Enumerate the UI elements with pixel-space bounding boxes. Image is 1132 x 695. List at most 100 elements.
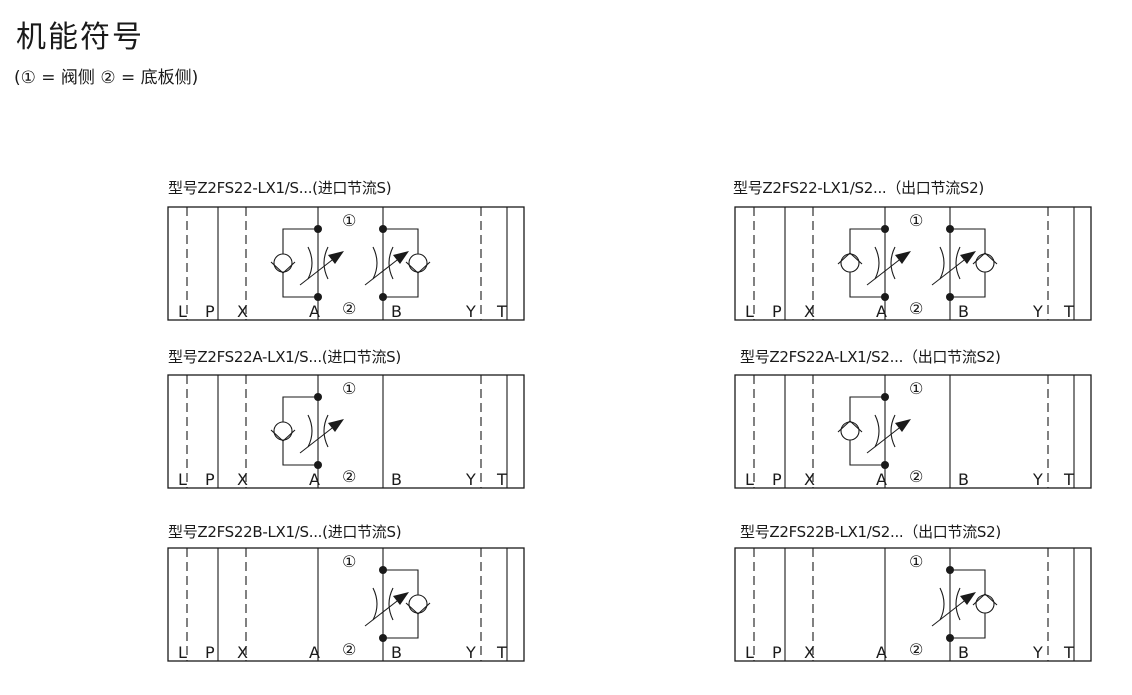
port-label-l: L [178, 470, 187, 489]
check-ball [975, 253, 995, 273]
adjust-arrow-shaft [866, 256, 904, 286]
throttle-check-valve-a [837, 225, 911, 301]
panel-border [734, 374, 1092, 489]
port-label-p: P [205, 470, 215, 489]
check-seat [405, 261, 431, 274]
throttle-arc [307, 414, 313, 448]
plate-side-mark: ② [909, 299, 923, 318]
check-ball [273, 421, 293, 441]
port-label-l: L [178, 302, 187, 321]
adjust-arrow-head [328, 251, 344, 264]
plate-side-mark: ② [909, 640, 923, 659]
port-label-a: A [309, 643, 320, 662]
port-label-x: X [237, 643, 248, 662]
port-label-p: P [772, 470, 782, 489]
port-label-p: P [772, 643, 782, 662]
port-label-p: P [205, 643, 215, 662]
panel-border [167, 206, 525, 321]
valve-side-mark: ① [342, 552, 356, 571]
throttle-check-valve-a [270, 225, 344, 301]
adjust-arrow-shaft [931, 597, 969, 627]
junction-dot [379, 566, 387, 574]
junction-dot [881, 225, 889, 233]
junction-dot [314, 461, 322, 469]
panel-border [167, 547, 525, 662]
port-label-b: B [391, 302, 402, 321]
valve-side-mark: ① [342, 211, 356, 230]
port-label-a: A [876, 470, 887, 489]
adjust-arrow-shaft [866, 424, 904, 454]
port-label-a: A [876, 643, 887, 662]
throttle-arc [874, 246, 880, 280]
diagram-caption: 型号Z2FS22B-LX1/S2...（出口节流S2) [740, 523, 1001, 541]
port-label-t: T [1063, 643, 1074, 662]
check-ball [273, 253, 293, 273]
valve-side-mark: ① [342, 379, 356, 398]
check-seat [270, 429, 296, 442]
valve-side-mark: ① [909, 552, 923, 571]
page-title: 机能符号 [16, 20, 144, 55]
port-label-b: B [958, 470, 969, 489]
throttle-check-valve-b [364, 225, 431, 301]
port-label-y: Y [1032, 470, 1043, 489]
plate-side-mark: ② [342, 467, 356, 486]
junction-dot [946, 225, 954, 233]
check-seat [405, 602, 431, 615]
adjust-arrow-shaft [931, 256, 969, 286]
check-ball [408, 253, 428, 273]
panel-border [167, 374, 525, 489]
junction-dot [946, 634, 954, 642]
legend-note: (① = 阀侧 ② = 底板侧) [14, 68, 199, 88]
port-label-x: X [804, 643, 815, 662]
port-label-t: T [496, 302, 507, 321]
throttle-arc [323, 414, 329, 448]
throttle-check-valve-b [931, 566, 998, 642]
throttle-arc [939, 246, 945, 280]
port-label-b: B [391, 470, 402, 489]
junction-dot [946, 293, 954, 301]
throttle-arc [372, 246, 378, 280]
check-seat [972, 593, 998, 606]
throttle-arc [955, 587, 961, 621]
throttle-check-valve-a [270, 393, 344, 469]
adjust-arrow-head [960, 251, 976, 264]
junction-dot [379, 225, 387, 233]
port-label-t: T [1063, 470, 1074, 489]
junction-dot [379, 293, 387, 301]
adjust-arrow-head [328, 419, 344, 432]
check-seat [837, 420, 863, 433]
plate-side-mark: ② [342, 299, 356, 318]
port-label-l: L [178, 643, 187, 662]
throttle-arc [874, 414, 880, 448]
port-label-b: B [958, 643, 969, 662]
throttle-arc [890, 414, 896, 448]
plate-side-mark: ② [342, 640, 356, 659]
port-label-y: Y [465, 470, 476, 489]
port-label-b: B [391, 643, 402, 662]
junction-dot [314, 293, 322, 301]
diagram-caption: 型号Z2FS22B-LX1/S...(进口节流S) [168, 523, 402, 541]
throttle-arc [388, 246, 394, 280]
port-label-x: X [237, 302, 248, 321]
port-label-a: A [309, 470, 320, 489]
diagram-caption: 型号Z2FS22-LX1/S2...（出口节流S2) [733, 179, 984, 197]
throttle-check-valve-b [931, 225, 998, 301]
port-label-l: L [745, 302, 754, 321]
junction-dot [946, 566, 954, 574]
port-label-x: X [804, 470, 815, 489]
port-label-t: T [496, 643, 507, 662]
panel-border [734, 547, 1092, 662]
check-seat [972, 252, 998, 265]
diagram-caption: 型号Z2FS22-LX1/S...(进口节流S) [168, 179, 392, 197]
adjust-arrow-shaft [299, 424, 337, 454]
adjust-arrow-head [393, 251, 409, 264]
plate-side-mark: ② [909, 467, 923, 486]
port-label-x: X [237, 470, 248, 489]
throttle-arc [890, 246, 896, 280]
